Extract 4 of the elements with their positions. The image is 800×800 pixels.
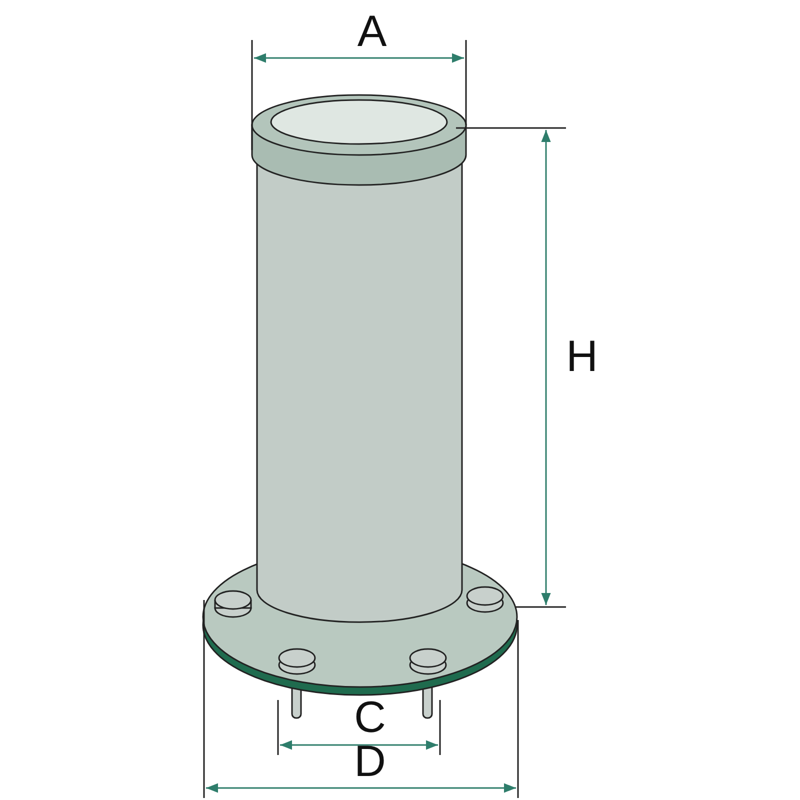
- dimension-label: C: [354, 696, 386, 740]
- dimension-label: A: [357, 10, 387, 54]
- dimension-label: H: [566, 335, 598, 379]
- dimension-label: D: [354, 740, 386, 784]
